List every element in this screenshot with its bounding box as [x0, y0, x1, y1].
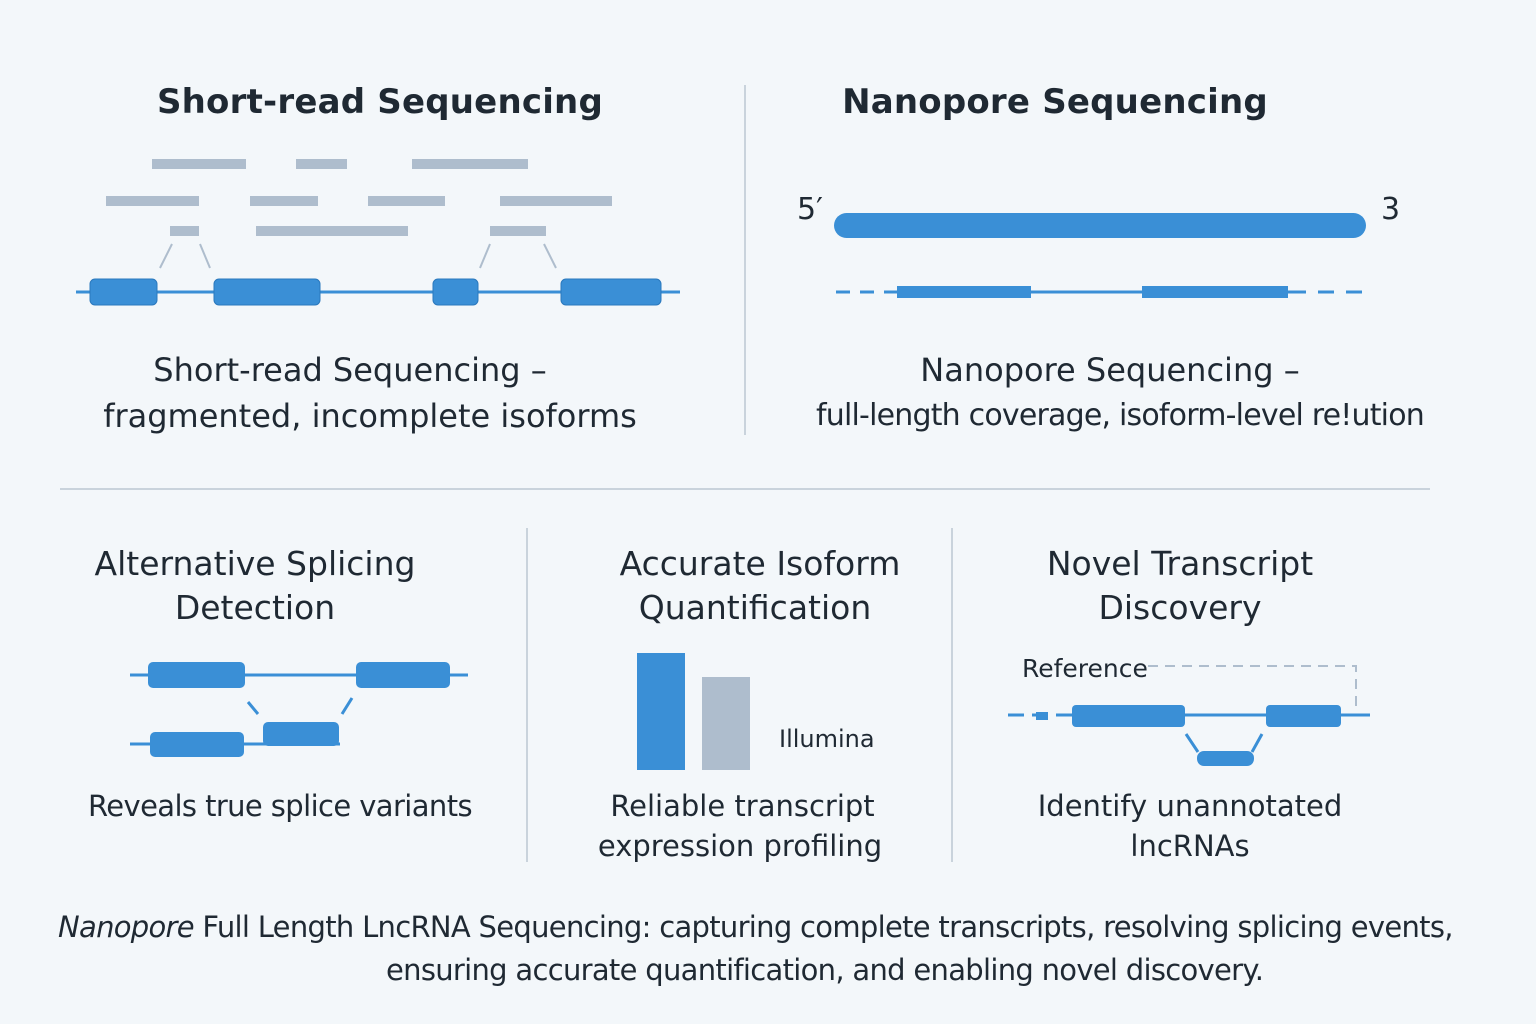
illumina-label: Illumina: [779, 725, 875, 753]
splicing-title-line1: Alternative Splicing: [94, 544, 416, 583]
short-read-title: Short-read Sequencing: [156, 82, 604, 122]
footer-line1-text: Full Length LncRNA Sequencing: capturing…: [193, 910, 1453, 944]
nanopore-caption-line2: full-length coverage, isoform-level re!u…: [816, 398, 1425, 433]
nanopore-exon-2: [1142, 286, 1288, 298]
quant-title-line1: Accurate Isoform: [619, 544, 901, 583]
short-reads: [106, 159, 612, 236]
novel-title-line1: Novel Transcript: [1046, 544, 1314, 583]
splicing-title: Alternative Splicing Detection: [60, 542, 450, 630]
splice-exon-2b: [263, 722, 339, 746]
novel-caption: Identify unannotated lncRNAs: [1020, 786, 1360, 866]
novel-title: Novel Transcript Discovery: [1000, 542, 1360, 630]
novel-exon-1: [1072, 705, 1185, 727]
nanopore-full-read: [834, 213, 1366, 238]
reference-dashed-line: [1148, 665, 1357, 712]
nanopore-title: Nanopore Sequencing: [842, 82, 1268, 122]
footer-italic-word: Nanopore: [58, 910, 195, 944]
footer-line1: Nanopore Full Length LncRNA Sequencing: …: [58, 906, 1498, 949]
splice-connector-right: [340, 697, 354, 715]
novel-caption-line2: lncRNAs: [1130, 829, 1250, 863]
splice-exon-1b: [356, 662, 450, 688]
novel-exon-2: [1266, 705, 1341, 727]
novel-connector-right: [1250, 733, 1264, 753]
splice-exon-1a: [148, 662, 245, 688]
splicing-caption: Reveals true splice variants: [88, 789, 473, 823]
short-read-caption-line1: Short-read Sequencing –: [153, 351, 547, 389]
novel-title-line2: Discovery: [1098, 588, 1262, 627]
nanopore-caption: Nanopore Sequencing – full-length covera…: [800, 347, 1440, 439]
bar-illumina: [702, 677, 750, 770]
quant-title: Accurate Isoform Quantification: [560, 542, 960, 630]
quant-caption: Reliable transcript expression profiling: [560, 786, 920, 866]
novel-connector-left: [1184, 733, 1200, 753]
novel-exon-new: [1197, 751, 1254, 766]
novel-caption-line1: Identify unannotated: [1037, 789, 1343, 823]
nanopore-5prime-label: 5′: [797, 192, 823, 227]
bar-nanopore: [637, 653, 685, 770]
short-read-caption-line2: fragmented, incomplete isoforms: [103, 397, 637, 435]
splice-exon-2a: [150, 732, 244, 757]
nanopore-caption-line1: Nanopore Sequencing –: [920, 351, 1300, 389]
reference-label: Reference: [1022, 654, 1148, 683]
short-read-connectors: [159, 243, 557, 269]
splice-connector-left: [246, 701, 260, 715]
quant-caption-line1: Reliable transcript: [610, 789, 875, 823]
short-read-caption: Short-read Sequencing – fragmented, inco…: [80, 347, 660, 439]
splicing-title-line2: Detection: [174, 588, 336, 627]
nanopore-3prime-label: 3: [1381, 192, 1401, 227]
footer-line2: ensuring accurate quantification, and en…: [386, 953, 1264, 987]
quant-title-line2: Quantification: [638, 588, 872, 627]
short-read-exons: [89, 278, 662, 306]
novel-small-block: [1036, 712, 1048, 720]
nanopore-exon-1: [897, 286, 1031, 298]
quant-caption-line2: expression profiling: [597, 829, 883, 863]
